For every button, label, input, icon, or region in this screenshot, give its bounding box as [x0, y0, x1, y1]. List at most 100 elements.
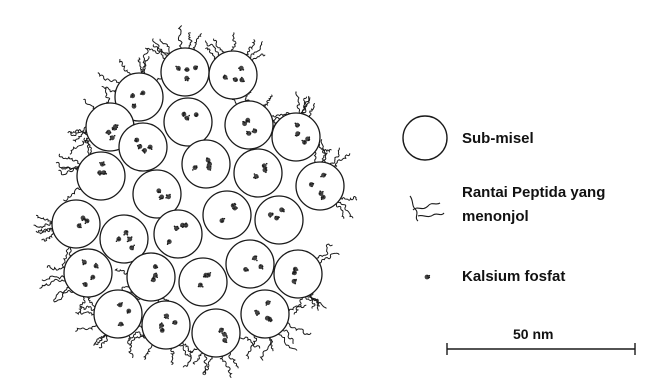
peptide-chain: [296, 92, 300, 115]
peptide-chain: [63, 188, 81, 201]
submicelle-outline: [164, 98, 212, 146]
submicelle-outline: [209, 51, 257, 99]
peptide-chain: [34, 223, 53, 228]
peptide-chain: [214, 39, 225, 55]
submicelle-outline: [272, 113, 320, 161]
submicelle-outline: [274, 250, 322, 298]
submicelle-outline: [241, 290, 289, 338]
peptide-chain: [188, 33, 192, 49]
submicelle: [161, 48, 209, 96]
peptide-chain: [142, 56, 149, 74]
submicelle-outline: [182, 140, 230, 188]
submicelle-outline: [161, 48, 209, 96]
submicelle: [272, 113, 320, 161]
submicelle-outline: [154, 210, 202, 258]
peptide-chain: [73, 132, 88, 141]
peptide-chain: [192, 34, 202, 51]
submicelle: [52, 200, 100, 248]
peptide-chain: [330, 148, 339, 166]
submicelle-outline: [234, 149, 282, 197]
submicelle: [94, 290, 142, 338]
submicelle-outline: [52, 200, 100, 248]
peptide-chain: [319, 253, 340, 264]
peptide-chain: [252, 54, 265, 62]
submicelle-outline: [142, 301, 190, 349]
submicelle: [64, 249, 112, 297]
peptide-chain: [228, 352, 238, 368]
peptide-chain: [59, 154, 80, 166]
peptide-chain: [321, 139, 327, 163]
peptide-chain: [288, 305, 306, 312]
submicelle-outline: [296, 162, 344, 210]
peptide-chain: [80, 306, 95, 312]
legend-calcium-phosphate-icon: [425, 275, 431, 280]
peptide-chain: [75, 325, 97, 332]
submicelle-outline: [255, 196, 303, 244]
peptide-chain: [334, 203, 344, 219]
legend-peptide-chain-icon: [410, 196, 444, 221]
submicelle: [234, 149, 282, 197]
submicelle: [192, 309, 240, 357]
submicelle-outline: [226, 240, 274, 288]
submicelle: [119, 123, 167, 171]
submicelle-outline: [127, 253, 175, 301]
peptide-chain: [119, 59, 130, 76]
peptide-chain: [337, 202, 353, 219]
peptide-chain: [308, 103, 315, 117]
submicelle: [296, 162, 344, 210]
peptide-chain: [178, 26, 182, 50]
submicelle: [241, 290, 289, 338]
submicelle-outline: [203, 191, 251, 239]
legend-submicelle-label: Sub-misel: [462, 128, 534, 149]
submicelle-outline: [192, 309, 240, 357]
calcium-phosphate-dot: [132, 103, 137, 108]
submicelle-outline: [179, 258, 227, 306]
peptide-chain: [183, 347, 198, 368]
peptide-chain: [263, 95, 272, 107]
submicelle: [226, 240, 274, 288]
calcium-phosphate-dot: [156, 188, 161, 193]
peptide-chain: [232, 32, 236, 52]
peptide-chain: [115, 269, 128, 275]
submicelle-outline: [94, 290, 142, 338]
calcium-phosphate-dot: [160, 328, 165, 333]
peptide-chain: [181, 342, 193, 353]
legend-peptide-label-line1: Rantai Peptida yang: [462, 182, 605, 203]
submicelle: [203, 191, 251, 239]
calcium-phosphate-dot: [194, 112, 199, 117]
scale-bar: [447, 343, 635, 355]
submicelle: [127, 253, 175, 301]
peptide-chain: [68, 127, 87, 135]
submicelle-outline: [119, 123, 167, 171]
submicelle: [164, 98, 212, 146]
scale-bar-label: 50 nm: [513, 326, 553, 342]
peptide-chain: [94, 334, 107, 344]
peptide-chain: [102, 86, 117, 91]
peptide-chain: [286, 323, 311, 335]
peptide-chain: [269, 336, 273, 351]
peptide-chain: [144, 344, 154, 359]
peptide-chain: [126, 335, 133, 358]
calcium-phosphate-dot: [425, 275, 431, 280]
submicelle-outline: [77, 152, 125, 200]
submicelle: [274, 250, 322, 298]
legend-submicelle-icon: [403, 116, 447, 160]
submicelle-outline: [64, 249, 112, 297]
peptide-chain: [83, 99, 94, 110]
submicelle: [182, 140, 230, 188]
submicelle: [142, 301, 190, 349]
legend-peptide-label-line2: menonjol: [462, 206, 529, 227]
peptide-chain: [98, 73, 120, 86]
submicelle: [154, 210, 202, 258]
submicelle-outline: [225, 101, 273, 149]
peptide-chain: [340, 197, 357, 201]
peptide-chain: [171, 347, 174, 364]
submicelle: [255, 196, 303, 244]
peptide-chain: [75, 312, 95, 315]
submicelle: [77, 152, 125, 200]
submicelle: [225, 101, 273, 149]
submicelle-cluster: [52, 48, 344, 357]
submicelle: [179, 258, 227, 306]
legend-calcium-label: Kalsium fosfat: [462, 266, 565, 287]
